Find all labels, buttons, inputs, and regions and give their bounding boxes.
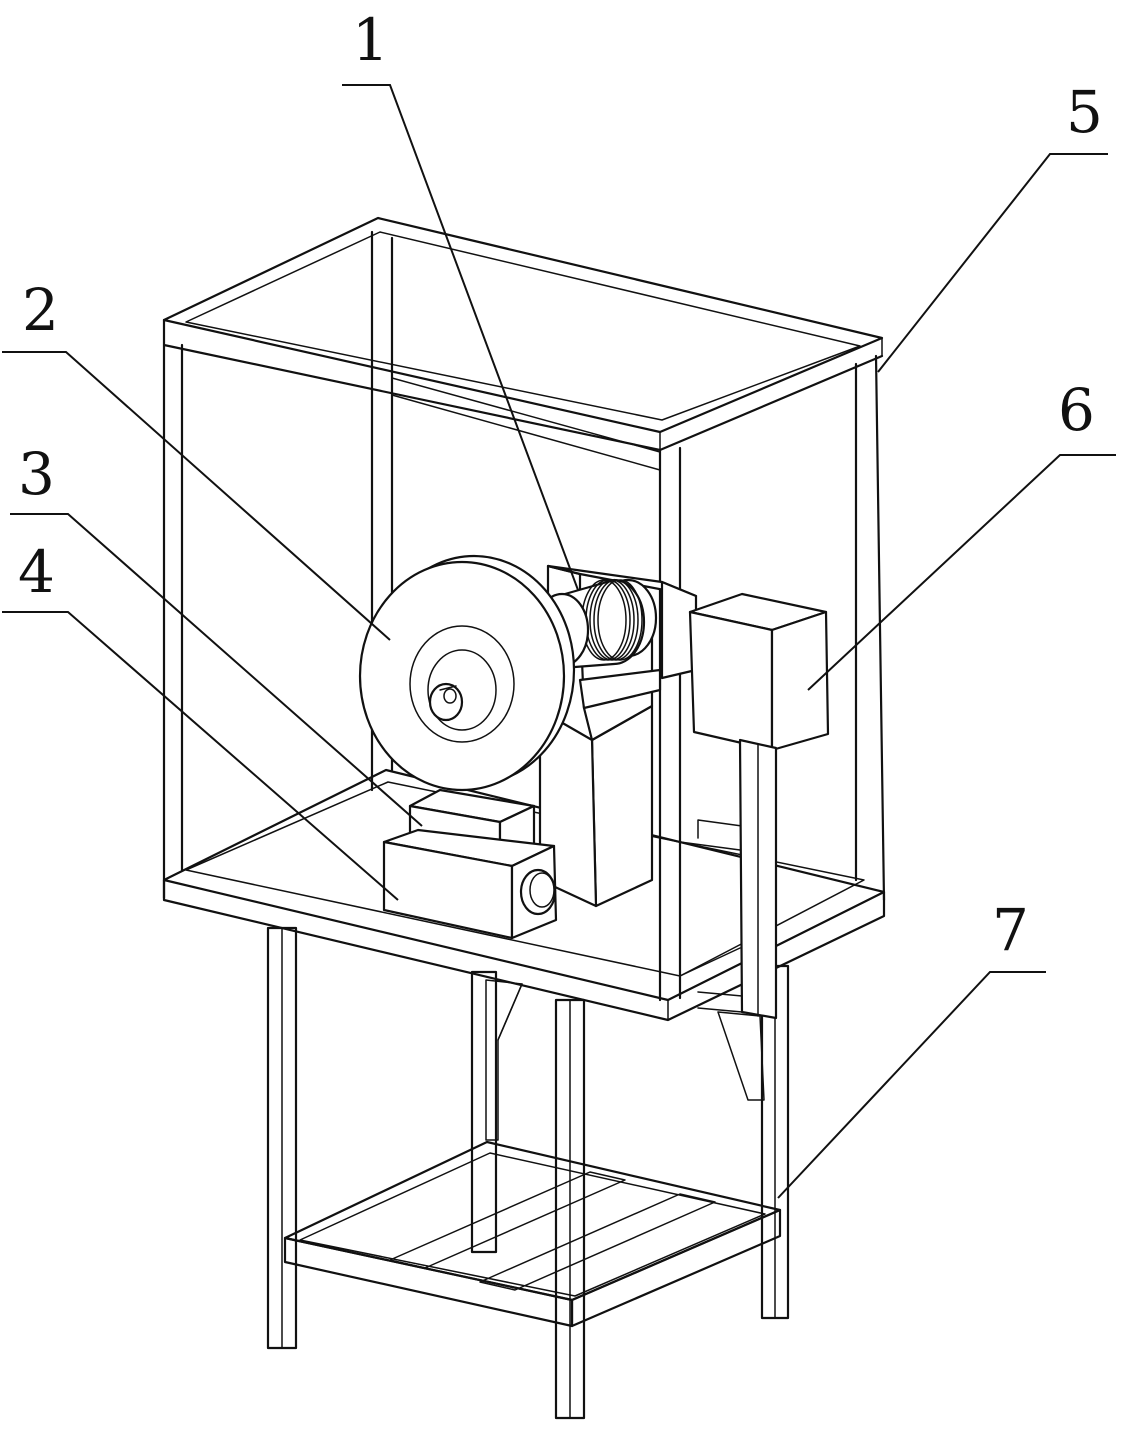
lower-stand	[266, 926, 790, 1420]
leader-lines	[2, 84, 1116, 1199]
callouts: 1 2 3 4 5 6 7	[18, 6, 1103, 964]
motor-base-block	[382, 828, 558, 940]
callout-1: 1	[352, 6, 389, 74]
callout-7: 7	[992, 896, 1029, 964]
callout-3: 3	[18, 440, 55, 508]
grinding-wheel	[358, 554, 576, 792]
control-box	[688, 592, 830, 1020]
callout-4: 4	[18, 538, 55, 606]
callout-5: 5	[1066, 78, 1103, 146]
enclosure-frame	[162, 216, 886, 1022]
callout-6: 6	[1058, 376, 1095, 444]
callout-2: 2	[22, 276, 59, 344]
